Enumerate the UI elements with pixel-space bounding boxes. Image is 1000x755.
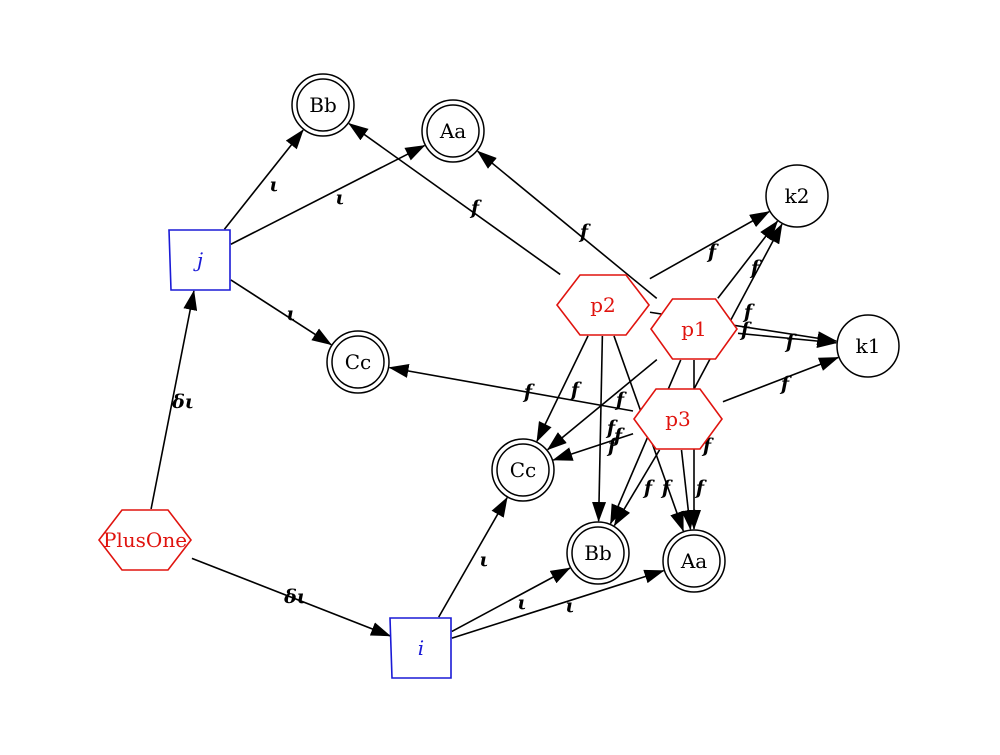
- edge-label: f: [605, 417, 618, 439]
- node-j[interactable]: j: [168, 229, 231, 291]
- node-label: p2: [590, 293, 616, 317]
- node-label: p3: [665, 407, 691, 431]
- node-aa-bot[interactable]: Aa: [662, 529, 726, 593]
- edge-label: ι: [479, 549, 488, 571]
- edge-p1-to-k1: [737, 332, 838, 349]
- node-aa-top[interactable]: Aa: [421, 99, 485, 163]
- edge-p3-to-aa_bot: [680, 449, 696, 531]
- node-label: i: [418, 636, 424, 660]
- edge-label: f: [742, 301, 755, 323]
- edge-p2-to-cc_mid: [536, 335, 589, 443]
- edge-label: δι: [283, 586, 306, 608]
- edge-p1-to-aa_top: [476, 150, 658, 299]
- edge-p2-to-bb_top: [348, 122, 561, 276]
- edge-label: f: [469, 197, 482, 219]
- edge-label: f: [578, 221, 591, 243]
- edge-p3-to-cc_mid: [552, 433, 634, 461]
- edge-p3-to-k2: [693, 223, 783, 389]
- edge-label: f: [612, 425, 625, 447]
- node-label: PlusOne: [103, 528, 187, 552]
- node-bb-top[interactable]: Bb: [291, 73, 355, 137]
- edge-p3-to-bb_bot: [613, 449, 661, 527]
- edge-p2-to-k2: [649, 210, 770, 280]
- edge-p3-to-k1: [722, 356, 840, 403]
- edge-label: f: [642, 477, 655, 499]
- edge-label: f: [694, 477, 707, 499]
- edge-label: ι: [335, 187, 344, 209]
- edge-label: f: [739, 319, 752, 341]
- edge-p1-to-bb_bot: [609, 359, 682, 525]
- edge-j-to-aa_top: [230, 144, 426, 245]
- edge-j-to-cc_left: [230, 279, 332, 346]
- edge-i-to-bb_bot: [451, 567, 571, 633]
- edge-label: f: [779, 373, 792, 395]
- node-k1[interactable]: k1: [836, 314, 900, 378]
- node-label: j: [193, 248, 203, 272]
- node-p3[interactable]: p3: [633, 388, 723, 450]
- node-p2[interactable]: p2: [555, 274, 651, 336]
- edge-label: f: [569, 379, 582, 401]
- edge-label: f: [522, 381, 535, 403]
- edge-j-to-bb_top: [223, 129, 304, 230]
- edge-p1-to-cc_mid: [546, 359, 658, 451]
- node-bb-bot[interactable]: Bb: [566, 521, 630, 585]
- node-label: k1: [856, 334, 881, 358]
- node-label: Bb: [584, 541, 612, 565]
- edge-label: f: [606, 435, 619, 457]
- node-label: Aa: [680, 549, 707, 573]
- node-cc-left[interactable]: Cc: [326, 330, 390, 394]
- node-label: Bb: [309, 93, 337, 117]
- edge-plusone-to-i: [191, 557, 391, 637]
- edge-label: f: [660, 477, 673, 499]
- edge-label: f: [749, 257, 762, 279]
- edge-i-to-cc_mid: [437, 496, 508, 618]
- edge-p3-to-cc_left: [388, 364, 634, 412]
- node-label: Aa: [439, 119, 466, 143]
- node-label: Cc: [510, 458, 537, 482]
- node-i[interactable]: i: [389, 617, 452, 679]
- node-label: k2: [785, 184, 810, 208]
- edge-i-to-aa_bot: [451, 569, 665, 639]
- node-k2[interactable]: k2: [765, 164, 829, 228]
- edge-label: ι: [565, 595, 574, 617]
- edge-label: ι: [269, 174, 278, 196]
- node-p1[interactable]: p1: [650, 298, 738, 360]
- node-cc-mid[interactable]: Cc: [491, 438, 555, 502]
- node-label: Cc: [345, 350, 372, 374]
- node-label: p1: [681, 317, 707, 341]
- edge-label: δι: [171, 391, 194, 413]
- edge-label: ι: [517, 592, 526, 614]
- edge-p1-to-k2: [717, 220, 779, 299]
- edge-label: ι: [286, 303, 295, 325]
- node-plusone[interactable]: PlusOne: [97, 509, 193, 571]
- edge-label: f: [706, 241, 719, 263]
- edge-label: f: [784, 331, 797, 353]
- edge-p2-to-bb_bot: [592, 335, 607, 523]
- edge-plusone-to-j: [150, 290, 198, 510]
- edge-label: f: [614, 389, 627, 411]
